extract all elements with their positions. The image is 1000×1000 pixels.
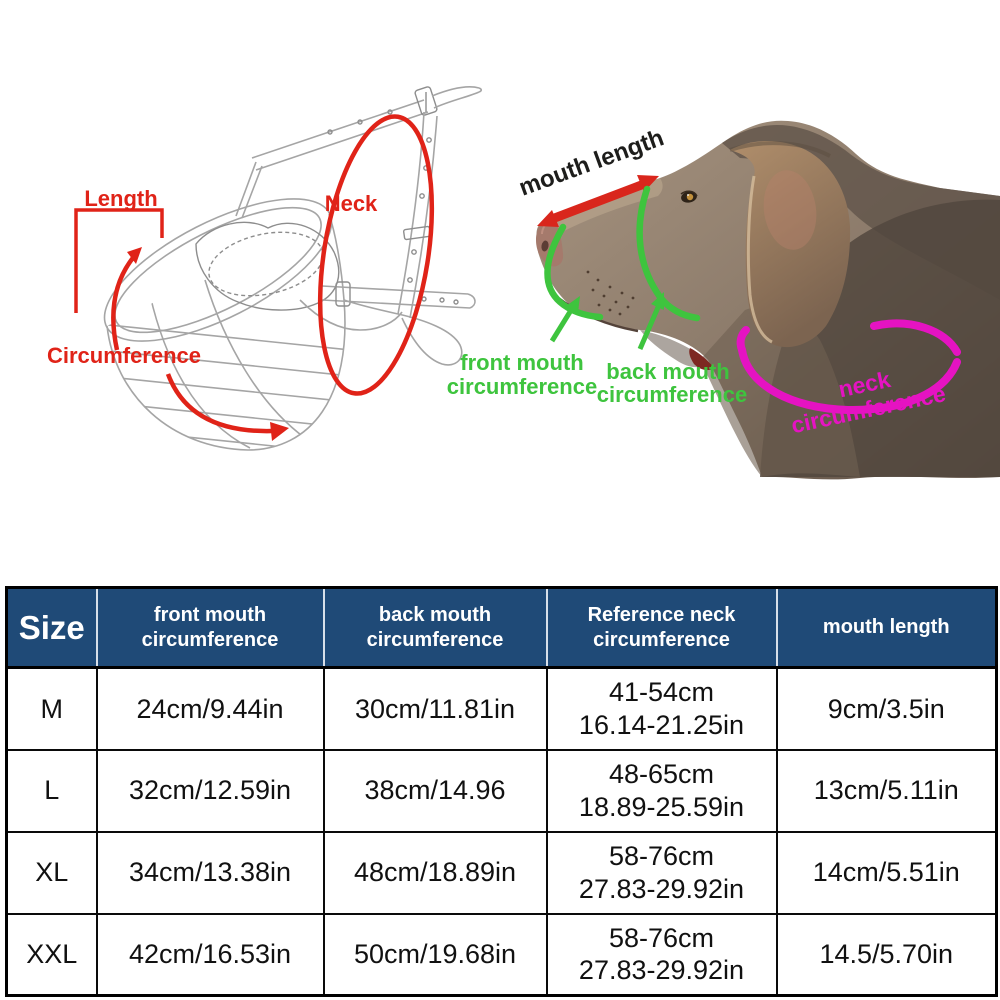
basket-slats (107, 279, 345, 450)
ear-inner-shading (763, 170, 817, 250)
cell-mouth-length: 14cm/5.51in (775, 830, 998, 915)
cell-back-mouth: 38cm/14.96 (322, 748, 548, 833)
dog-ear (730, 141, 851, 348)
whisker-dots (586, 270, 635, 316)
circumference-arc-lower (165, 373, 273, 434)
header-back-mouth: back mouth circumference (323, 587, 548, 669)
cell-neck: 41-54cm 16.14-21.25in (545, 666, 778, 751)
cell-front-mouth: 42cm/16.53in (95, 912, 325, 997)
sketch-annotations: Length Circumference Neck (47, 114, 435, 441)
front-mouth-label-line2: circumference (447, 374, 597, 399)
back-mouth-pointer (637, 292, 664, 350)
cell-size: M (5, 666, 98, 751)
cell-neck: 58-76cm 27.83-29.92in (545, 912, 778, 997)
cell-front-mouth: 32cm/12.59in (95, 748, 325, 833)
head-straps (235, 86, 483, 219)
front-mouth-label-line1: front mouth (460, 350, 583, 375)
front-mouth-pointer (549, 296, 580, 343)
dog-illustration (536, 120, 1000, 480)
cell-front-mouth: 24cm/9.44in (95, 666, 325, 751)
neck-strap (343, 111, 463, 366)
cell-back-mouth: 50cm/19.68in (322, 912, 548, 997)
circumference-label: Circumference (47, 343, 201, 368)
circumference-arc-upper (111, 251, 139, 351)
cell-mouth-length: 14.5/5.70in (775, 912, 998, 997)
neck-label: Neck (325, 191, 378, 216)
header-front-mouth: front mouth circumference (96, 587, 325, 669)
length-bracket (74, 208, 164, 313)
mouth-length-arrow (537, 175, 659, 227)
ear-top-shadow (729, 141, 831, 158)
cell-neck: 58-76cm 27.83-29.92in (545, 830, 778, 915)
illustration-area: Length Circumference Neck (47, 86, 1000, 480)
cell-back-mouth: 48cm/18.89in (322, 830, 548, 915)
back-mouth-label-line1: back mouth (606, 359, 729, 384)
dog-nose (536, 218, 564, 267)
table-row: M 24cm/9.44in 30cm/11.81in 41-54cm 16.14… (5, 666, 998, 751)
back-mouth-arc (636, 185, 701, 322)
leather-nose-pad (195, 221, 403, 331)
cell-size: XL (5, 830, 98, 915)
circumference-arrowhead-upper (127, 247, 142, 264)
circumference-arrowhead-lower (270, 422, 289, 441)
header-neck: Reference neck circumference (546, 587, 778, 669)
table-header-row: Size front mouth circumference back mout… (6, 587, 998, 669)
ear-edge-highlight (746, 175, 773, 344)
length-label: Length (84, 186, 157, 211)
neck-circumference-ring (736, 319, 961, 415)
size-table: Size front mouth circumference back mout… (5, 586, 998, 997)
table-row: XL 34cm/13.38in 48cm/18.89in 58-76cm 27.… (5, 830, 998, 915)
cell-back-mouth: 30cm/11.81in (322, 666, 548, 751)
neck-ellipse (317, 114, 435, 396)
cell-neck: 48-65cm 18.89-25.59in (545, 748, 778, 833)
table-row: XXL 42cm/16.53in 50cm/19.68in 58-76cm 27… (5, 912, 998, 997)
cell-mouth-length: 9cm/3.5in (775, 666, 998, 751)
collar (689, 348, 714, 371)
cell-size: XXL (5, 912, 98, 997)
cell-mouth-length: 13cm/5.11in (775, 748, 998, 833)
size-table-container: Size front mouth circumference back mout… (5, 586, 998, 997)
header-size: Size (6, 587, 98, 669)
cell-size: L (5, 748, 98, 833)
table-row: L 32cm/12.59in 38cm/14.96 48-65cm 18.89-… (5, 748, 998, 833)
back-mouth-label-line2: circumference (597, 382, 747, 407)
header-mouth-length: mouth length (776, 587, 998, 669)
cell-front-mouth: 34cm/13.38in (95, 830, 325, 915)
front-mouth-arc (544, 223, 604, 321)
dog-eye (680, 190, 698, 203)
muzzle-sketch-illustration: Length Circumference Neck (47, 86, 483, 451)
